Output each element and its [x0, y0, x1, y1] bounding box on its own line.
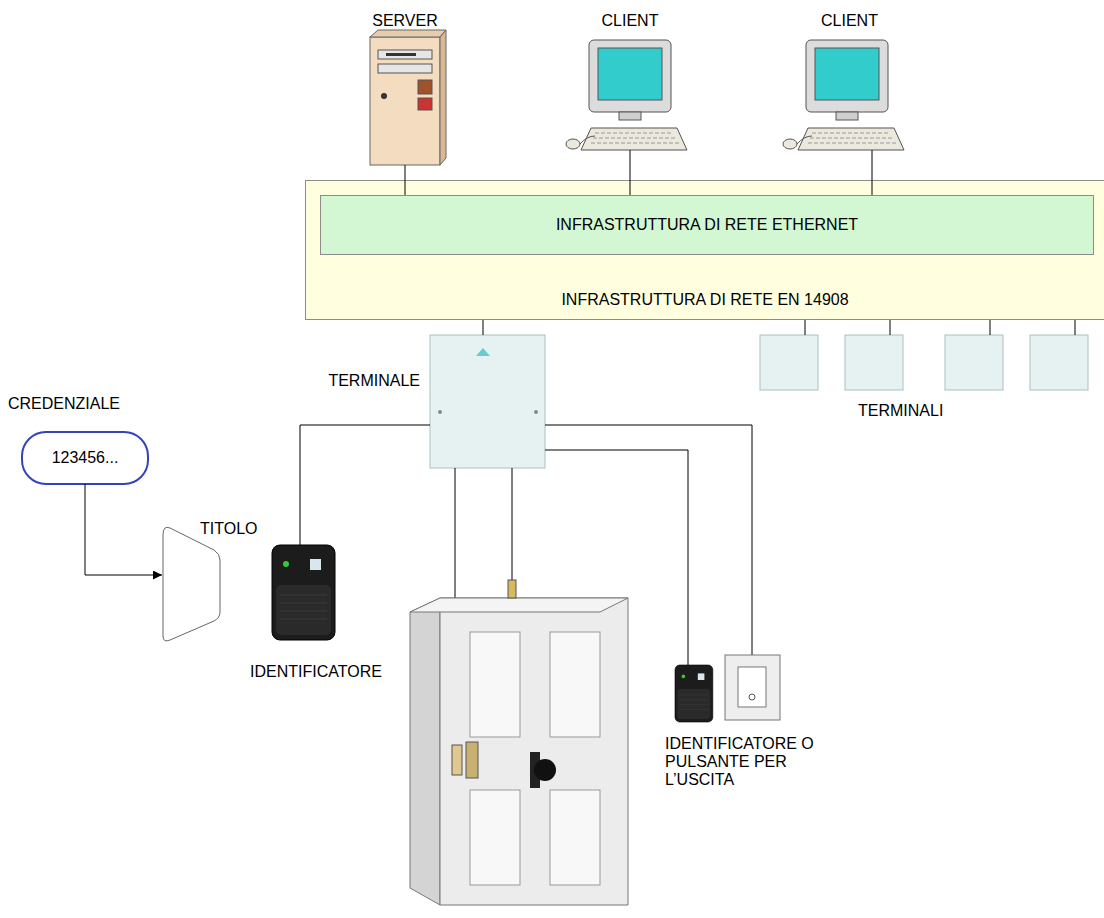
connector-line — [872, 150, 873, 195]
node-value: 123456... — [22, 449, 148, 467]
server-computer — [386, 53, 416, 56]
server-computer — [370, 37, 440, 165]
small-terminals — [760, 335, 1088, 390]
connector-line — [405, 165, 406, 195]
reader-symbol — [675, 665, 713, 722]
network-band: INFRASTRUTTURA DI RETE ETHERNET — [320, 195, 1094, 255]
credential-shape — [22, 432, 148, 484]
door — [440, 598, 628, 905]
server-computer — [370, 30, 446, 37]
door — [550, 790, 600, 885]
small-terminals — [945, 335, 1003, 390]
node-label: TERMINALE — [278, 372, 420, 390]
door — [452, 745, 462, 775]
node-label: INFRASTRUTTURA DI RETE EN 14908 — [306, 291, 1104, 309]
door — [534, 759, 556, 781]
server-computer — [378, 64, 432, 73]
node-label: SERVER — [360, 12, 450, 30]
server-computer — [418, 98, 432, 110]
server-computer — [378, 50, 432, 59]
door — [508, 580, 516, 598]
network-band: INFRASTRUTTURA DI RETE EN 14908 INFRASTRU… — [305, 180, 1104, 320]
reader-symbol — [272, 545, 335, 640]
client-computer — [783, 40, 904, 150]
node-label: CLIENT — [797, 12, 902, 30]
door — [550, 632, 600, 737]
door — [410, 598, 628, 612]
door — [410, 598, 440, 905]
terminal-box — [430, 335, 545, 468]
exit-button — [738, 667, 766, 707]
credential-node: CREDENZIALE 123456... — [8, 395, 153, 484]
card-node: TITOLO — [162, 520, 257, 640]
small-terminals — [845, 335, 903, 390]
server-computer — [440, 30, 446, 165]
terminal-box — [476, 348, 490, 356]
door — [410, 580, 628, 905]
node-label: CLIENT — [580, 12, 680, 30]
exit-button — [725, 655, 780, 720]
client-node: CLIENT — [580, 12, 680, 150]
terminal-box — [534, 410, 538, 414]
client-node: CLIENT — [797, 12, 902, 150]
node-label: IDENTIFICATORE O PULSANTE PER L’USCITA — [665, 735, 845, 789]
small-terminals — [760, 335, 818, 390]
exit-node: IDENTIFICATORE O PULSANTE PER L’USCITA — [640, 665, 850, 790]
door — [470, 632, 520, 737]
terminal-box — [430, 335, 545, 468]
exit-button — [725, 655, 780, 720]
connector-line — [630, 150, 631, 195]
card-shape — [163, 527, 220, 641]
node-label: CREDENZIALE — [8, 395, 153, 413]
connector-line — [483, 320, 484, 335]
server-computer — [381, 93, 387, 99]
card-shape — [163, 527, 220, 641]
exit-button — [749, 694, 755, 700]
client-computer — [566, 40, 904, 150]
connector-line — [300, 425, 430, 545]
connector-line — [85, 484, 162, 575]
group-label: TERMINALI — [858, 402, 943, 420]
server-node: SERVER — [360, 12, 450, 165]
terminal-wires — [512, 468, 513, 582]
small-terminals — [1030, 335, 1088, 390]
server-computer — [370, 30, 446, 165]
server-computer — [418, 80, 432, 94]
connector-line — [545, 450, 688, 665]
node-label: TITOLO — [200, 520, 280, 538]
door — [466, 742, 478, 778]
node-label: INFRASTRUTTURA DI RETE ETHERNET — [321, 216, 1093, 234]
terminal-wires — [805, 320, 1075, 335]
terminal-box — [438, 410, 442, 414]
node-label: IDENTIFICATORE — [228, 663, 404, 681]
reader-node: IDENTIFICATORE — [228, 545, 404, 685]
client-computer — [566, 40, 687, 150]
credential-shape — [22, 432, 148, 484]
terminal-node: TERMINALE — [430, 335, 545, 468]
door — [470, 790, 520, 885]
